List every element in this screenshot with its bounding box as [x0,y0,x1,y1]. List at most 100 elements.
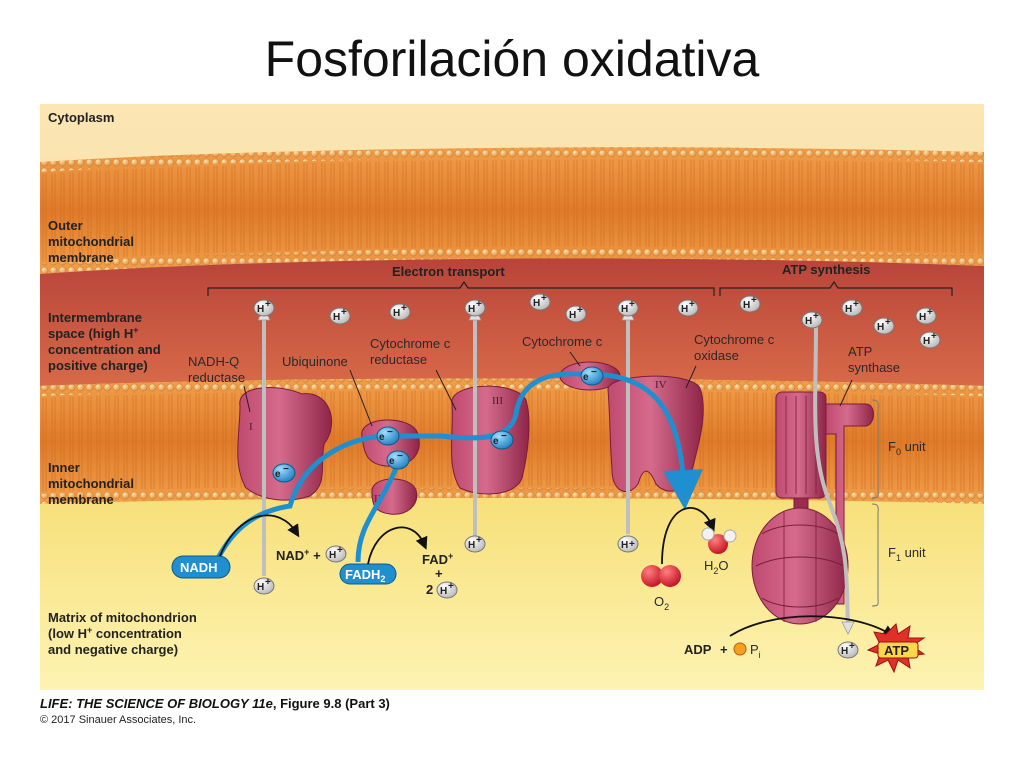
svg-text:−: − [387,427,393,438]
label-nadh: NADH [180,560,218,575]
svg-text:H: H [923,336,930,347]
proton-ion: H+ [389,303,411,321]
nadh-badge [171,555,231,579]
diagram-canvas: Cytoplasm Outer mitochondrial membrane I… [40,104,984,690]
proton-ion: H+ [915,307,937,325]
svg-text:H: H [440,586,447,597]
label-outer-membrane: Outer mitochondrial membrane [48,218,138,265]
intermembrane-space [40,258,984,386]
svg-text:H: H [841,646,848,657]
svg-text:H: H [845,304,852,315]
numeral-III: III [492,395,503,407]
outer-membrane [40,147,984,274]
svg-text:+: + [337,545,343,556]
label-fad-plus: FAD+ [422,551,453,567]
svg-text:H: H [393,308,400,319]
svg-text:−: − [591,367,597,378]
svg-text:e: e [379,432,385,443]
label-atp-synthesis: ATP synthesis [782,262,870,277]
proton-ion: H+ [677,299,699,317]
svg-text:H: H [621,540,628,551]
proton-ion: H+ [739,295,761,313]
proton-arrows [262,318,850,625]
svg-text:+: + [265,577,271,588]
label-ubiquinone: Ubiquinone [282,354,348,369]
label-plus: + [435,566,443,581]
oxidative-phosphorylation-diagram: Cytoplasm Outer mitochondrial membrane I… [40,104,984,690]
svg-text:+: + [927,307,933,318]
svg-text:H: H [919,312,926,323]
svg-text:+: + [541,293,547,304]
proton-ion: H+ [801,311,823,329]
label-intermembrane-space: Intermembrane space (high H+ concentrati… [48,310,164,373]
svg-text:+: + [577,305,583,316]
svg-text:+: + [629,539,635,550]
numeral-I: I [249,421,253,433]
electron-path-fadh2 [355,467,399,563]
svg-text:+: + [931,331,937,342]
svg-text:+: + [629,299,635,310]
label-o2: O2 [654,594,669,612]
svg-text:+: + [401,303,407,314]
svg-text:e: e [389,456,395,467]
label-matrix: Matrix of mitochondrion (low H+ concentr… [48,610,200,657]
svg-text:−: − [283,464,289,475]
fadh2-reaction-arrow [367,526,428,565]
slide-title: Fosforilación oxidativa [264,31,760,87]
figure-credit: LIFE: THE SCIENCE OF BIOLOGY 11e, Figure… [40,696,390,711]
proton-ion: H+ [617,299,639,317]
label-cytoplasm: Cytoplasm [48,110,114,125]
bracket-electron-transport [207,280,715,296]
electron-badge: e− [272,463,296,483]
svg-text:H: H [743,300,750,311]
label-cytochrome-c: Cytochrome c [522,334,603,349]
numeral-IV: IV [655,379,667,391]
svg-text:+: + [265,299,271,310]
svg-text:+: + [476,535,482,546]
svg-text:H: H [569,310,576,321]
label-fadh2: FADH2 [345,567,385,584]
electron-badge: e− [386,450,410,470]
proton-ion: H+ [464,535,486,553]
svg-text:H: H [621,304,628,315]
svg-text:+: + [448,581,454,592]
label-cytochrome-c-reductase: Cytochrome c reductase [370,336,454,367]
proton-ion: H+ [565,305,587,323]
proton-ion: H+ [837,641,859,659]
svg-text:+: + [885,317,891,328]
svg-text:e: e [275,469,281,480]
svg-text:+: + [853,299,859,310]
f-unit-brackets [871,399,879,607]
atp-badge [877,641,919,659]
label-electron-transport: Electron transport [392,264,505,279]
label-h2o: H2O [704,558,729,576]
label-atp-synthase: ATP synthase [848,344,900,375]
proton-ion: H+ [617,535,639,553]
svg-text:e: e [583,372,589,383]
label-f1-unit: F1 unit [888,545,926,563]
proton-ion: H+ [529,293,551,311]
proton-ion: H+ [873,317,895,335]
electron-badge: e− [580,366,604,386]
svg-text:H: H [877,322,884,333]
proton-ion: H+ [325,545,347,563]
complex-I [237,387,333,501]
nadh-reaction-arrow [219,514,300,557]
svg-text:−: − [397,451,403,462]
label-cytochrome-c-oxidase: Cytochrome c oxidase [694,332,778,363]
svg-text:H: H [329,550,336,561]
oxygen-molecule [641,565,681,587]
svg-text:+: + [849,641,855,652]
svg-text:H: H [468,540,475,551]
svg-text:+: + [689,299,695,310]
svg-text:−: − [501,431,507,442]
svg-text:+: + [476,299,482,310]
svg-text:+: + [341,307,347,318]
proton-ion: H+ [253,299,275,317]
complex-IV [607,375,704,493]
svg-text:H: H [257,582,264,593]
bracket-atp-synthesis [719,280,953,296]
water-molecule [701,527,737,554]
proton-ion: H+ [841,299,863,317]
atp-reaction-arrow [729,615,896,638]
